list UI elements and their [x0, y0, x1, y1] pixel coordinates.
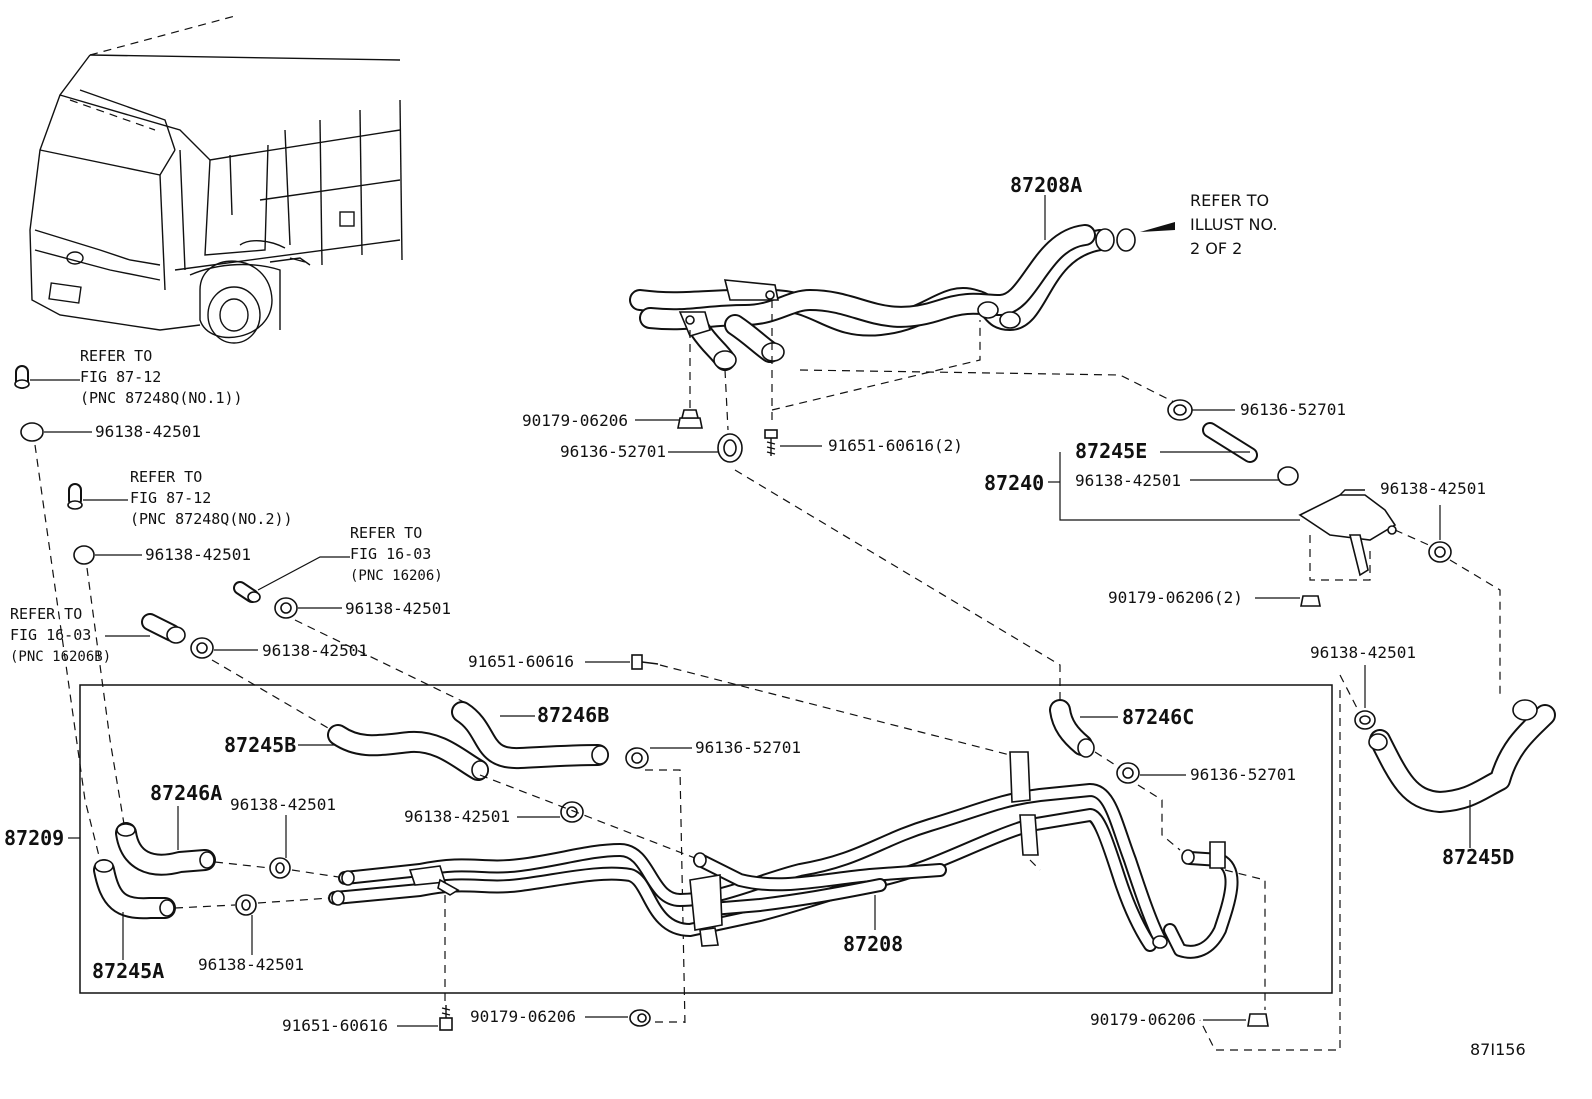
pipe-stub-ref1: [14, 365, 30, 389]
clamp-96136-52701-right: [1116, 762, 1140, 784]
refer-to-fig-87-12-no1: REFER TO FIG 87-12 (PNC 87248Q(NO.1)): [80, 347, 243, 407]
label-96138-42501-bracket: 96138-42501: [1075, 471, 1181, 490]
pipe-stub-ref2: [67, 483, 83, 510]
bracket-87240: [1298, 489, 1397, 577]
label-87208: 87208: [843, 932, 903, 956]
hose-87245B: [327, 724, 489, 781]
pipe-assembly-87208A: [629, 224, 1136, 371]
clamp-96136-52701-top-left: [717, 433, 743, 463]
label-90179-06206-bottom-right: 90179-06206: [1090, 1010, 1196, 1029]
label-87209: 87209: [4, 826, 64, 850]
pipe-assembly-87208: [328, 751, 1239, 959]
label-90179-06206-2: 90179-06206(2): [1108, 588, 1243, 607]
label-87245B: 87245B: [224, 733, 296, 757]
hose-87246C: [1049, 699, 1095, 758]
bolt-91651-60616-bottom: [439, 1005, 453, 1031]
label-96136-52701-top-right: 96136-52701: [1240, 400, 1346, 419]
label-87246B: 87246B: [537, 703, 609, 727]
clamp-96138-42501-ref2: [73, 545, 95, 565]
clamp-96136-52701-top-right: [1167, 399, 1193, 421]
label-87240: 87240: [984, 471, 1044, 495]
label-91651-60616-mid: 91651-60616: [468, 652, 574, 671]
label-96138-42501-right-lower: 96138-42501: [1310, 643, 1416, 662]
clamp-96138-42501-a: [269, 857, 291, 879]
clamp-96138-42501-b: [235, 894, 257, 916]
clamp-96138-42501-right-lower: [1354, 710, 1376, 730]
bolt-91651-60616-mid: [631, 654, 659, 670]
hose-87245A: [93, 859, 176, 920]
clamp-96138-42501-right-top: [1428, 541, 1452, 563]
nut-90179-06206-bottom-right: [1247, 1013, 1269, 1027]
label-91651-60616-bottom: 91651-60616: [282, 1016, 388, 1035]
pipe-stub-ref3: [233, 581, 261, 603]
nut-90179-06206-2: [1300, 595, 1321, 607]
hose-87246B: [451, 701, 609, 770]
nut-90179-06206-bottom-mid: [629, 1009, 651, 1027]
label-96136-52701-right: 96136-52701: [1190, 765, 1296, 784]
label-96138-42501-center: 96138-42501: [404, 807, 510, 826]
hose-87245E: [1202, 422, 1258, 463]
label-90179-06206-top: 90179-06206: [522, 411, 628, 430]
bolt-91651-60616-top: [764, 429, 778, 456]
figure-id: 87I156: [1470, 1040, 1526, 1059]
pipe-stub-ref4: [141, 613, 186, 644]
label-96138-42501-ref2: 96138-42501: [145, 545, 251, 564]
vehicle-sketch: [29, 15, 403, 344]
label-96136-52701-mid: 96136-52701: [695, 738, 801, 757]
label-96138-42501-ref1: 96138-42501: [95, 422, 201, 441]
label-96138-42501-ref4: 96138-42501: [262, 641, 368, 660]
label-91651-60616-2: 91651-60616(2): [828, 436, 963, 455]
hose-87246A: [115, 822, 216, 876]
hose-87245D: [1368, 699, 1556, 813]
clamp-96136-52701-mid: [625, 747, 649, 769]
label-90179-06206-bottom-mid: 90179-06206: [470, 1007, 576, 1026]
label-96138-42501-ref3: 96138-42501: [345, 599, 451, 618]
label-87245D: 87245D: [1442, 845, 1514, 869]
label-87245E: 87245E: [1075, 439, 1147, 463]
clamp-96138-42501-bracket: [1277, 466, 1299, 486]
clamp-96138-42501-center: [560, 801, 584, 823]
label-87208A: 87208A: [1010, 173, 1082, 197]
label-87245A: 87245A: [92, 959, 164, 983]
refer-to-fig-87-12-no2: REFER TO FIG 87-12 (PNC 87248Q(NO.2)): [130, 468, 293, 528]
assembly-box-87209: [79, 684, 1333, 994]
clamp-96138-42501-ref1: [20, 422, 44, 442]
label-96138-42501-a: 96138-42501: [230, 795, 336, 814]
arrow-icon: [1140, 222, 1175, 232]
nut-90179-06206-top: [677, 409, 703, 429]
refer-to-fig-16-03-pnc-16206: REFER TO FIG 16-03 (PNC 16206): [350, 524, 443, 584]
refer-to-fig-16-03-pnc-16206B: REFER TO FIG 16-03 (PNC 16206B): [10, 605, 111, 665]
label-87246C: 87246C: [1122, 705, 1194, 729]
label-96138-42501-b: 96138-42501: [198, 955, 304, 974]
label-96138-42501-right-top: 96138-42501: [1380, 479, 1486, 498]
clamp-96138-42501-ref3: [274, 597, 298, 619]
refer-to-illust-2-of-2: REFER TO ILLUST NO. 2 OF 2: [1190, 191, 1283, 258]
clamp-96138-42501-ref4: [190, 637, 214, 659]
label-87246A: 87246A: [150, 781, 222, 805]
label-96136-52701-top-left: 96136-52701: [560, 442, 666, 461]
